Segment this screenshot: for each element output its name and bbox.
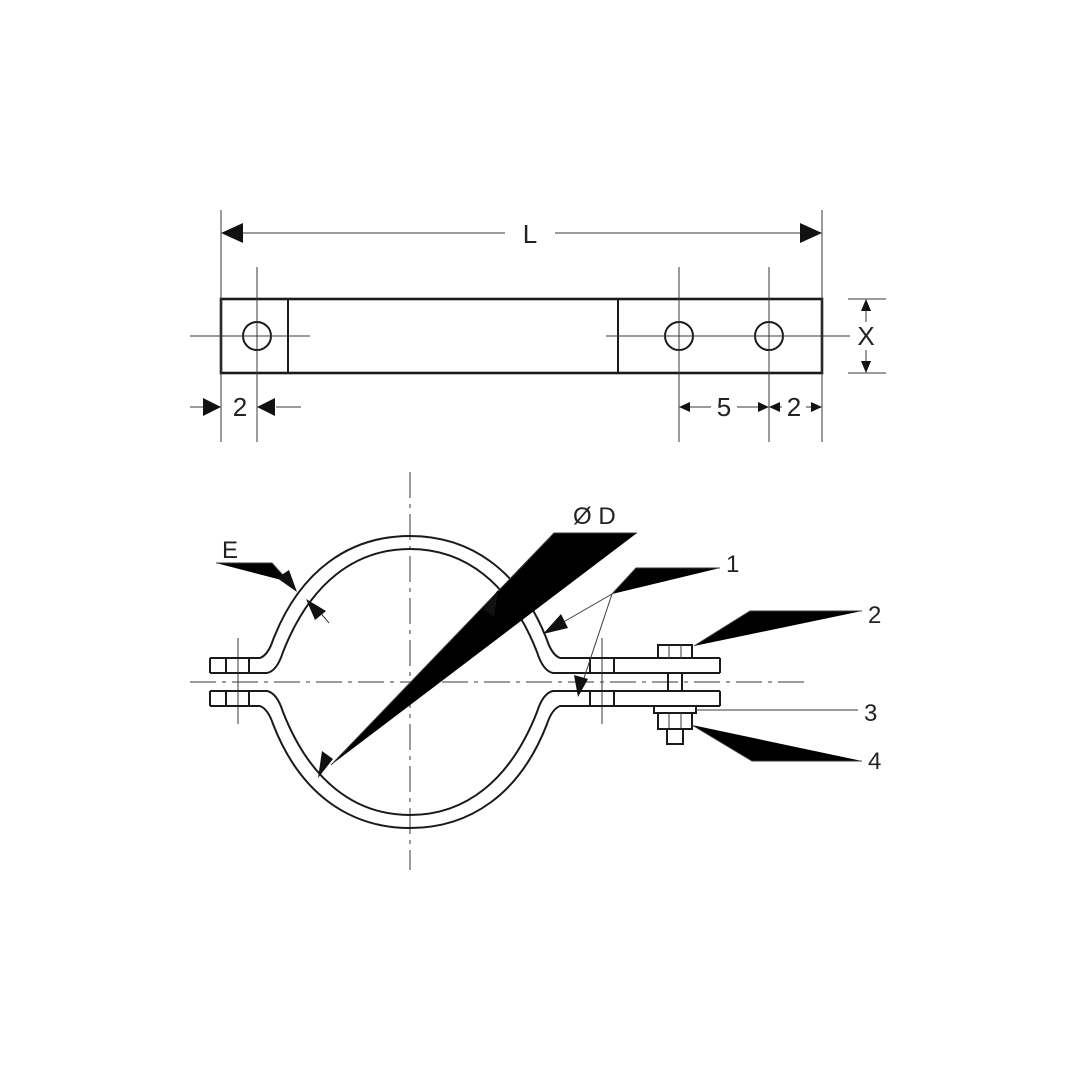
- dimension-length-arrow-right: [800, 223, 822, 243]
- dimension-hole-spacing-arrow-left: [679, 402, 690, 412]
- thickness-arrow-inner: [306, 599, 326, 620]
- bolt-shank: [667, 672, 683, 692]
- callout-1: 1: [543, 551, 739, 697]
- dimension-right-edge-label: 2: [787, 392, 801, 422]
- bolt-head: [657, 644, 693, 659]
- dimension-height-arrow-top: [861, 299, 871, 311]
- callout-3-label: 3: [864, 700, 877, 727]
- nut: [657, 712, 693, 730]
- lower-clamp-inner-profile: [210, 690, 720, 817]
- dimension-length-label: L: [523, 219, 537, 249]
- thickness-callout: E: [216, 537, 330, 624]
- upper-clamp-inner-profile: [210, 547, 720, 674]
- callout-2: 2: [693, 602, 881, 647]
- dimension-height-arrow-bottom: [861, 361, 871, 373]
- dimension-hole-spacing: 5: [679, 392, 769, 422]
- bolt-assembly: [653, 644, 697, 745]
- bolt-tip: [666, 728, 684, 745]
- upper-clamp-outer-profile: [210, 534, 720, 659]
- top-view: L X 2 5: [190, 210, 886, 442]
- dimension-right-edge-arrow-left: [769, 402, 780, 412]
- dimension-height: X: [857, 299, 875, 373]
- dimension-length: L: [221, 219, 822, 249]
- dimension-hole-spacing-arrow-right: [758, 402, 769, 412]
- dimension-right-edge: 2: [769, 392, 822, 422]
- diameter-arrow-bottom: [318, 751, 333, 778]
- dimension-length-arrow-left: [221, 223, 243, 243]
- washer: [653, 705, 697, 714]
- front-view: E Ø D 1 2 3: [190, 472, 881, 870]
- dimension-left-edge: 2: [190, 392, 301, 422]
- diameter-label: Ø D: [573, 503, 616, 530]
- callout-2-label: 2: [868, 602, 881, 629]
- dimension-right-edge-arrow-right: [811, 402, 822, 412]
- callout-1-arrow-clamp: [543, 614, 568, 634]
- dimension-left-edge-arrow-left: [203, 398, 221, 416]
- diameter-callout: Ø D: [318, 503, 637, 778]
- diameter-arrow-top: [483, 590, 498, 617]
- callout-3: 3: [696, 700, 877, 727]
- callout-4-label: 4: [868, 748, 881, 775]
- callout-4: 4: [691, 724, 881, 775]
- dimension-height-label: X: [857, 321, 874, 351]
- thickness-label: E: [222, 537, 238, 564]
- lower-clamp-outer-profile: [210, 705, 720, 830]
- dimension-left-edge-arrow-right: [257, 398, 275, 416]
- dimension-hole-spacing-label: 5: [717, 392, 731, 422]
- dimension-left-edge-label: 2: [233, 392, 247, 422]
- callout-1-arrow-flange: [574, 675, 588, 697]
- thickness-arrow-outer: [277, 570, 297, 592]
- callout-1-label: 1: [726, 551, 739, 578]
